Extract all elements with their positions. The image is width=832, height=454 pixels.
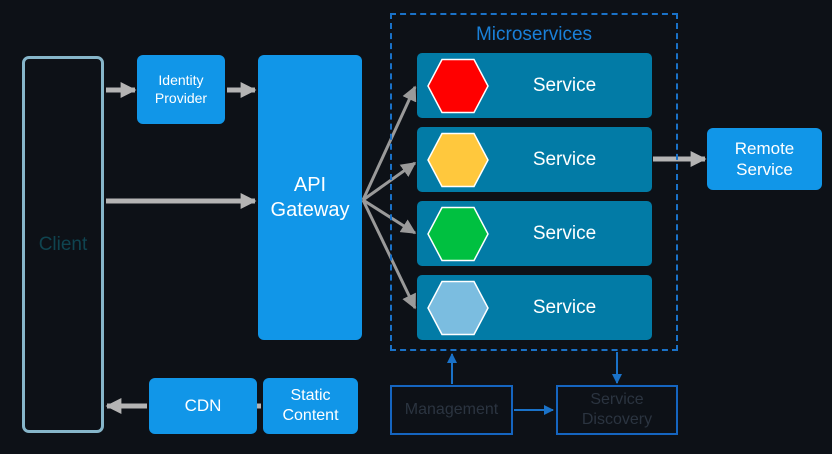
static-content-label: Static Content xyxy=(282,387,339,424)
service-label: Service xyxy=(532,74,597,96)
service-label: Service xyxy=(532,222,597,244)
microservices-title: Microservices xyxy=(475,24,593,45)
microservices-group xyxy=(390,13,678,351)
service-discovery-node: Service Discovery xyxy=(556,385,678,435)
management-label: Management xyxy=(404,401,499,418)
arrow-gateway-to-service-2 xyxy=(362,161,417,202)
service-node-2: Service xyxy=(417,127,652,192)
remote-service-label: Remote Service xyxy=(734,138,795,179)
remote-service-node: Remote Service xyxy=(707,128,822,190)
identity-provider-label: Identity Provider xyxy=(154,72,208,106)
service-node-4: Service xyxy=(417,275,652,340)
hexagon-shape xyxy=(427,280,489,336)
api-gateway-node: API Gateway xyxy=(258,55,362,340)
hexagon-icon xyxy=(427,280,489,336)
arrow-gateway-to-service-4 xyxy=(361,199,417,310)
static-content-node: Static Content xyxy=(263,378,358,434)
arrow-gateway-to-service-3 xyxy=(362,198,417,235)
hexagon-icon xyxy=(427,206,489,262)
hexagon-icon xyxy=(427,58,489,114)
cdn-label: CDN xyxy=(184,396,222,415)
hexagon-shape xyxy=(427,132,489,188)
service-node-1: Service xyxy=(417,53,652,118)
service-discovery-label: Service Discovery xyxy=(581,391,653,428)
hexagon-shape xyxy=(427,58,489,114)
service-label: Service xyxy=(532,148,597,170)
api-gateway-label: API Gateway xyxy=(270,173,350,221)
client-label: Client xyxy=(38,233,88,255)
service-label: Service xyxy=(532,296,597,318)
arrow-gateway-to-service-1 xyxy=(361,85,417,201)
hexagon-shape xyxy=(427,206,489,262)
service-node-3: Service xyxy=(417,201,652,266)
cdn-node: CDN xyxy=(149,378,257,434)
management-node: Management xyxy=(390,385,513,435)
hexagon-icon xyxy=(427,132,489,188)
identity-provider-node: Identity Provider xyxy=(137,55,225,124)
client-node: Client xyxy=(22,56,104,433)
